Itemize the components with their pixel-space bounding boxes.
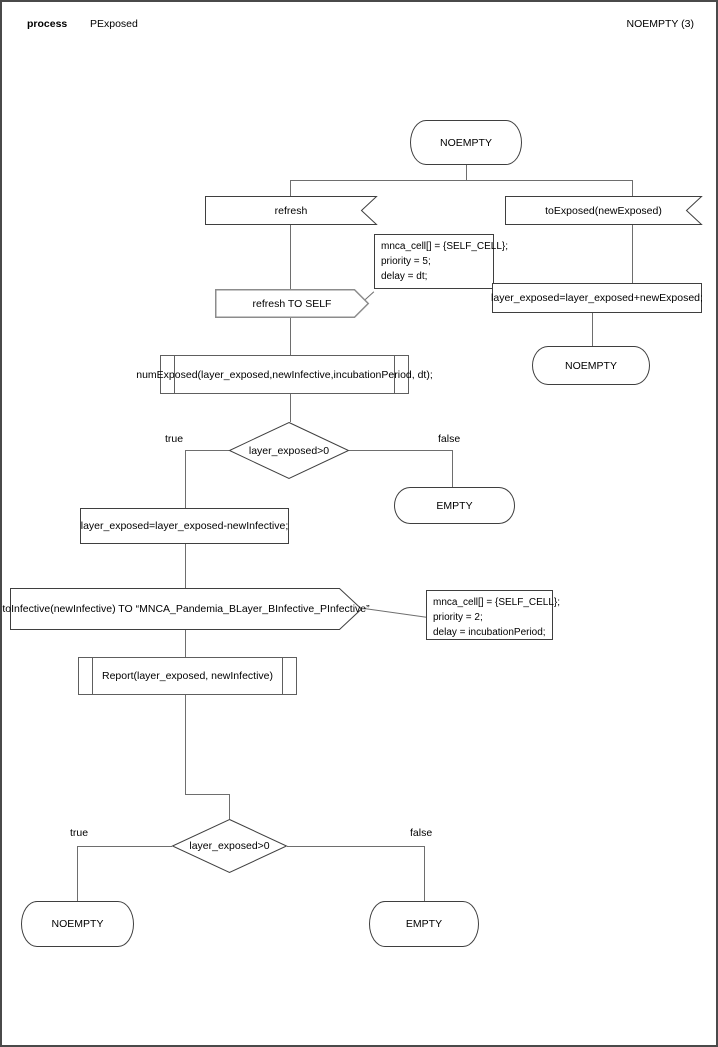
decision-layer-exposed-1[interactable]: layer_exposed>0 [228,421,350,480]
edge-toinfective-to-report [185,630,186,657]
edge-split-horizontal [290,180,633,181]
procedure-label: numExposed(layer_exposed,newInfective,in… [136,368,433,381]
edge-split-to-refresh [290,180,291,196]
comment-line: mnca_cell[] = {SELF_CELL}; [381,241,509,252]
edge-refresh-to-output [290,225,291,289]
output-signal-shape [215,289,370,318]
edge-decision1-true [185,450,229,451]
state-label: EMPTY [436,499,473,512]
edge-decision2-true [77,846,172,847]
edge-true1-to-assignsub [185,450,186,508]
edge-true2-to-noempty [77,846,78,901]
edge-decision2-false [287,846,424,847]
state-empty-bottom[interactable]: EMPTY [369,901,479,947]
state-label: NOEMPTY [51,918,104,930]
input-signal-toexposed[interactable]: toExposed(newExposed) [505,196,703,225]
decision-label: layer_exposed>0 [189,840,270,852]
edge-split-to-toexposed [632,180,633,196]
task-label: layer_exposed=layer_exposed+newExposed; [491,292,703,304]
state-label: NOEMPTY [565,359,617,372]
task-assign-add[interactable]: layer_exposed=layer_exposed+newExposed; [491,283,703,313]
comment-infective-params[interactable]: mnca_cell[] = {SELF_CELL}; priority = 2;… [426,590,561,640]
output-signal-shape [10,588,363,630]
edge-report-jog [185,794,230,795]
decision-layer-exposed-2[interactable]: layer_exposed>0 [171,818,288,874]
comment-line: priority = 2; [433,612,483,623]
state-label: EMPTY [405,918,443,930]
state-start-noempty[interactable]: NOEMPTY [410,120,522,165]
output-signal-toinfective[interactable]: toInfective(newInfective) TO “MNCA_Pande… [2,588,370,630]
state-empty-right[interactable]: EMPTY [394,487,515,524]
output-signal-label: toInfective(newInfective) TO “MNCA_Pande… [2,603,370,615]
task-assign-sub[interactable]: layer_exposed=layer_exposed-newInfective… [80,508,289,544]
state-noempty-bottom[interactable]: NOEMPTY [21,901,134,947]
branch-label-false: false [410,827,433,839]
branch-label-false: false [438,433,461,445]
branch-label-true: true [165,433,184,445]
edge-jog-to-decision2 [229,794,230,819]
branch-label-true: true [70,827,89,839]
decision-label: layer_exposed>0 [248,444,330,457]
edge-note2-anchor [363,608,427,618]
edge-output-to-numexposed [290,318,291,355]
comment-line: delay = dt; [381,271,428,282]
input-signal-label: toExposed(newExposed) [545,204,662,217]
procedure-numexposed[interactable]: numExposed(layer_exposed,newInfective,in… [136,355,433,394]
comment-line: delay = incubationPeriod; [433,627,546,638]
edge-assignsub-to-toinfective [185,544,186,588]
decision-diamond-shape [171,818,288,874]
edge-false1-to-empty [452,450,453,487]
state-label: NOEMPTY [440,136,492,149]
diagram-title: PExposed [90,18,138,30]
comment-line: mnca_cell[] = {SELF_CELL}; [433,597,561,608]
output-signal-label: refresh TO SELF [252,297,332,310]
diagram-kind-label: process [27,18,68,30]
comment-refresh-params[interactable]: mnca_cell[] = {SELF_CELL}; priority = 5;… [374,234,509,289]
comment-line: priority = 5; [381,256,431,267]
edge-decision1-false [349,450,452,451]
edge-start-split [466,165,467,180]
edge-toexposed-to-assign [632,225,633,283]
edge-numexposed-to-decision1 [290,394,291,422]
edge-report-down [185,695,186,794]
input-signal-shape [205,196,378,225]
output-signal-refresh-self[interactable]: refresh TO SELF [215,289,370,318]
edge-false2-to-empty [424,846,425,901]
procedure-label: Report(layer_exposed, newInfective) [101,670,273,682]
input-signal-shape [505,196,703,225]
decision-diamond-shape [228,421,350,480]
header-state-count: NOEMPTY (3) [626,18,694,30]
input-signal-label: refresh [274,204,308,217]
input-signal-refresh[interactable]: refresh [205,196,378,225]
procedure-report[interactable]: Report(layer_exposed, newInfective) [78,657,297,695]
task-label: layer_exposed=layer_exposed-newInfective… [80,520,289,532]
state-noempty-right[interactable]: NOEMPTY [532,346,650,385]
edge-assign-to-noempty [592,313,593,346]
